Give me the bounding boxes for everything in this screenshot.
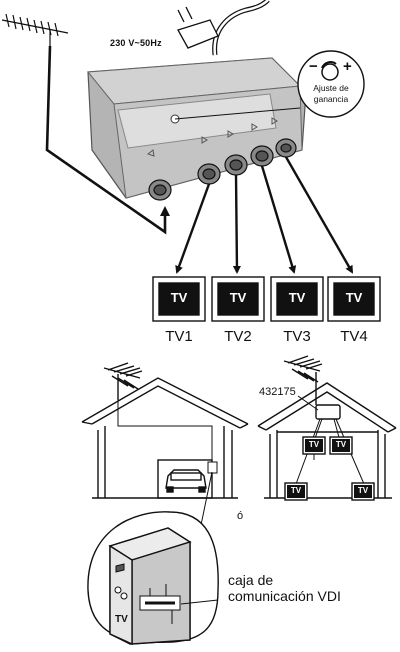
tv-icons (152, 276, 381, 322)
roof-antenna (1, 13, 69, 46)
gain-minus-label: − (309, 58, 318, 75)
house-right (257, 355, 397, 501)
input-connector (148, 179, 172, 201)
gain-plus-label: + (343, 58, 352, 75)
power-label: 230 V~50Hz (110, 38, 162, 48)
house-tv-screen: TV (290, 486, 302, 495)
output-cables (175, 156, 354, 274)
gain-label-line2: ganancia (313, 94, 349, 104)
input-arrow (160, 206, 170, 216)
power-plug (177, 0, 270, 56)
or-separator: ó (237, 510, 244, 522)
gain-callout (297, 50, 365, 118)
vdi-label-line2: comunicación VDI (228, 588, 341, 604)
vdi-tv-mark: TV (115, 614, 128, 625)
tv1-label: TV1 (165, 328, 193, 345)
antenna-cable (45, 45, 167, 235)
house-tv-screen: TV (335, 440, 347, 449)
tv-screen-text: TV (170, 290, 188, 305)
house-left (81, 362, 249, 579)
tv4-label: TV4 (340, 328, 368, 345)
amplifier-body (87, 57, 307, 199)
tv-screen-text: TV (345, 290, 363, 305)
tv-screen-text: TV (229, 290, 247, 305)
house-tv-screen: TV (357, 486, 369, 495)
output-connectors (197, 138, 297, 185)
vdi-label-line1: caja de (228, 572, 274, 588)
tv-screen-text: TV (288, 290, 306, 305)
gain-label-line1: Ajuste de (313, 83, 349, 93)
part-code-label: 432175 (259, 386, 296, 398)
vdi-callout (87, 511, 219, 646)
tv2-label: TV2 (224, 328, 252, 345)
tv3-label: TV3 (283, 328, 311, 345)
house-tv-screen: TV (308, 440, 320, 449)
